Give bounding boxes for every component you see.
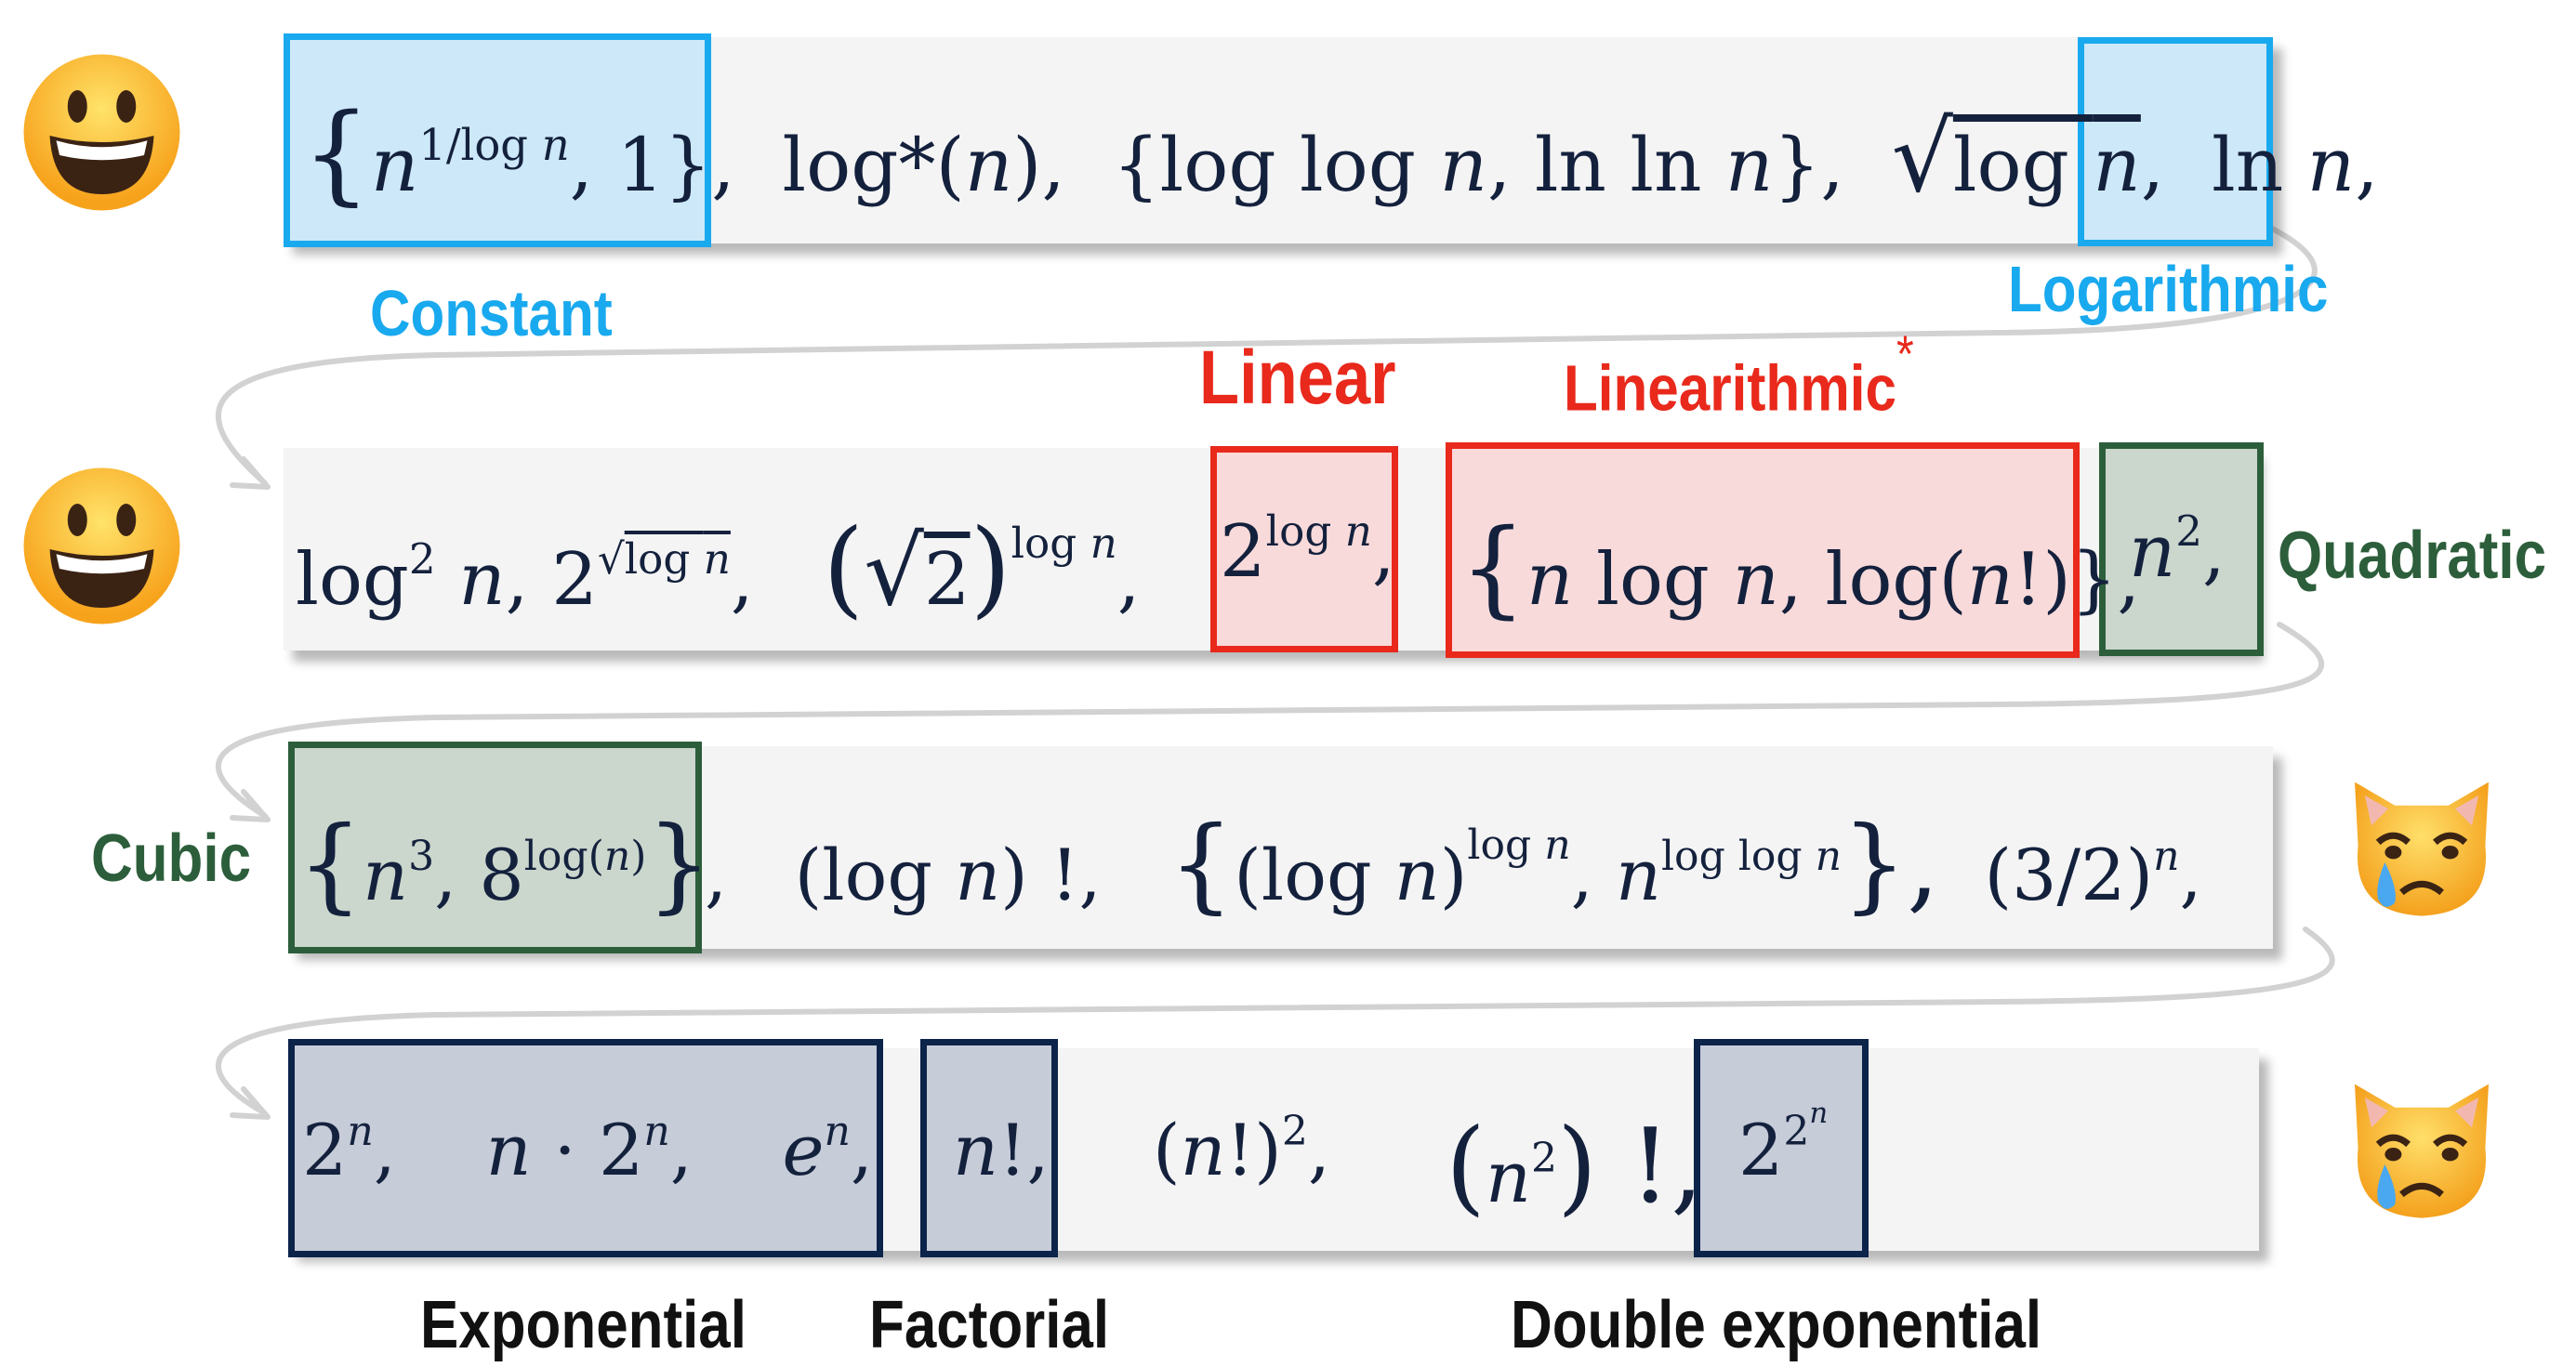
factorial-box	[920, 1039, 1058, 1257]
linearithmic-label: Linearithmic*	[1564, 324, 1914, 425]
linearithmic-asterisk: *	[1896, 324, 1914, 384]
sqrt-log-term: √log n,	[1891, 100, 2165, 214]
quadratic-box	[2099, 442, 2264, 656]
linearithmic-box	[1446, 442, 2080, 658]
cubic-term: {n3, 8log(n)}	[297, 805, 712, 924]
log-factorial-term: (log n) !,	[794, 834, 1102, 916]
row1-math: {n1/log n, 1}, log*(n), {log log n, ln l…	[302, 91, 2379, 217]
arrowhead-row3	[230, 789, 271, 822]
quadratic-label: Quadratic	[2278, 519, 2547, 593]
n-squared-factorial-term: (n2) !,	[1446, 1107, 1704, 1226]
three-halves-power-term: (3/2)n,	[1984, 833, 2202, 916]
constant-term: {n1/log n, 1}	[302, 91, 712, 217]
linear-term: 2log n,	[1220, 506, 1395, 594]
sqrt2-power-term: (√2)log n,	[823, 506, 1141, 629]
linear-box	[1210, 446, 1398, 652]
quasi-polynomial-term: {(log n)log n, nlog log n},	[1169, 805, 1940, 924]
ln-term: ln n,	[2212, 122, 2379, 208]
crying-cat-icon	[2355, 782, 2489, 916]
log-star-term: log*(n),	[782, 122, 1065, 208]
double-exponential-term: 22n	[1738, 1096, 1829, 1191]
double-exponential-box	[1694, 1039, 1869, 1257]
arrowhead-row4	[230, 1086, 271, 1120]
row2-math: log2 n, 2√log n, (√2)log n,	[296, 506, 1141, 629]
double-exponential-label: Double exponential	[1511, 1288, 2042, 1362]
quadratic-term: n2,	[2129, 506, 2226, 594]
loglog-term: {log log n, ln ln n},	[1112, 122, 1844, 208]
factorial-squared-term: (n!)2,	[1153, 1108, 1331, 1191]
exponential-term: 2n, n · 2n, en,	[302, 1108, 874, 1191]
linear-label: Linear	[1199, 335, 1396, 420]
exponential-label: Exponential	[420, 1288, 746, 1362]
connector-row2-row3	[216, 622, 2324, 819]
logarithmic-label: Logarithmic	[2008, 253, 2329, 325]
constant-box	[284, 33, 711, 247]
log-squared-term: log2 n, 2√log n,	[296, 534, 754, 622]
crying-cat-icon	[2355, 1084, 2489, 1218]
factorial-label: Factorial	[869, 1288, 1110, 1362]
constant-label: Constant	[370, 277, 613, 349]
logarithmic-box	[2078, 37, 2273, 246]
arrowhead-row2	[230, 456, 271, 490]
connector-row1-row2	[216, 220, 2318, 486]
connector-row3-row4	[216, 927, 2335, 1116]
factorial-term: n!,	[953, 1109, 1050, 1191]
grinning-face-icon	[23, 467, 180, 624]
cubic-box	[288, 742, 702, 953]
exponential-box	[288, 1039, 883, 1257]
grinning-face-icon	[23, 54, 180, 211]
row3-math: , (log n) !, {(log n)log n, nlog log n},…	[705, 805, 2202, 924]
cubic-label: Cubic	[91, 822, 252, 896]
linearithmic-term: {n log n, log(n!)},	[1460, 506, 2141, 629]
